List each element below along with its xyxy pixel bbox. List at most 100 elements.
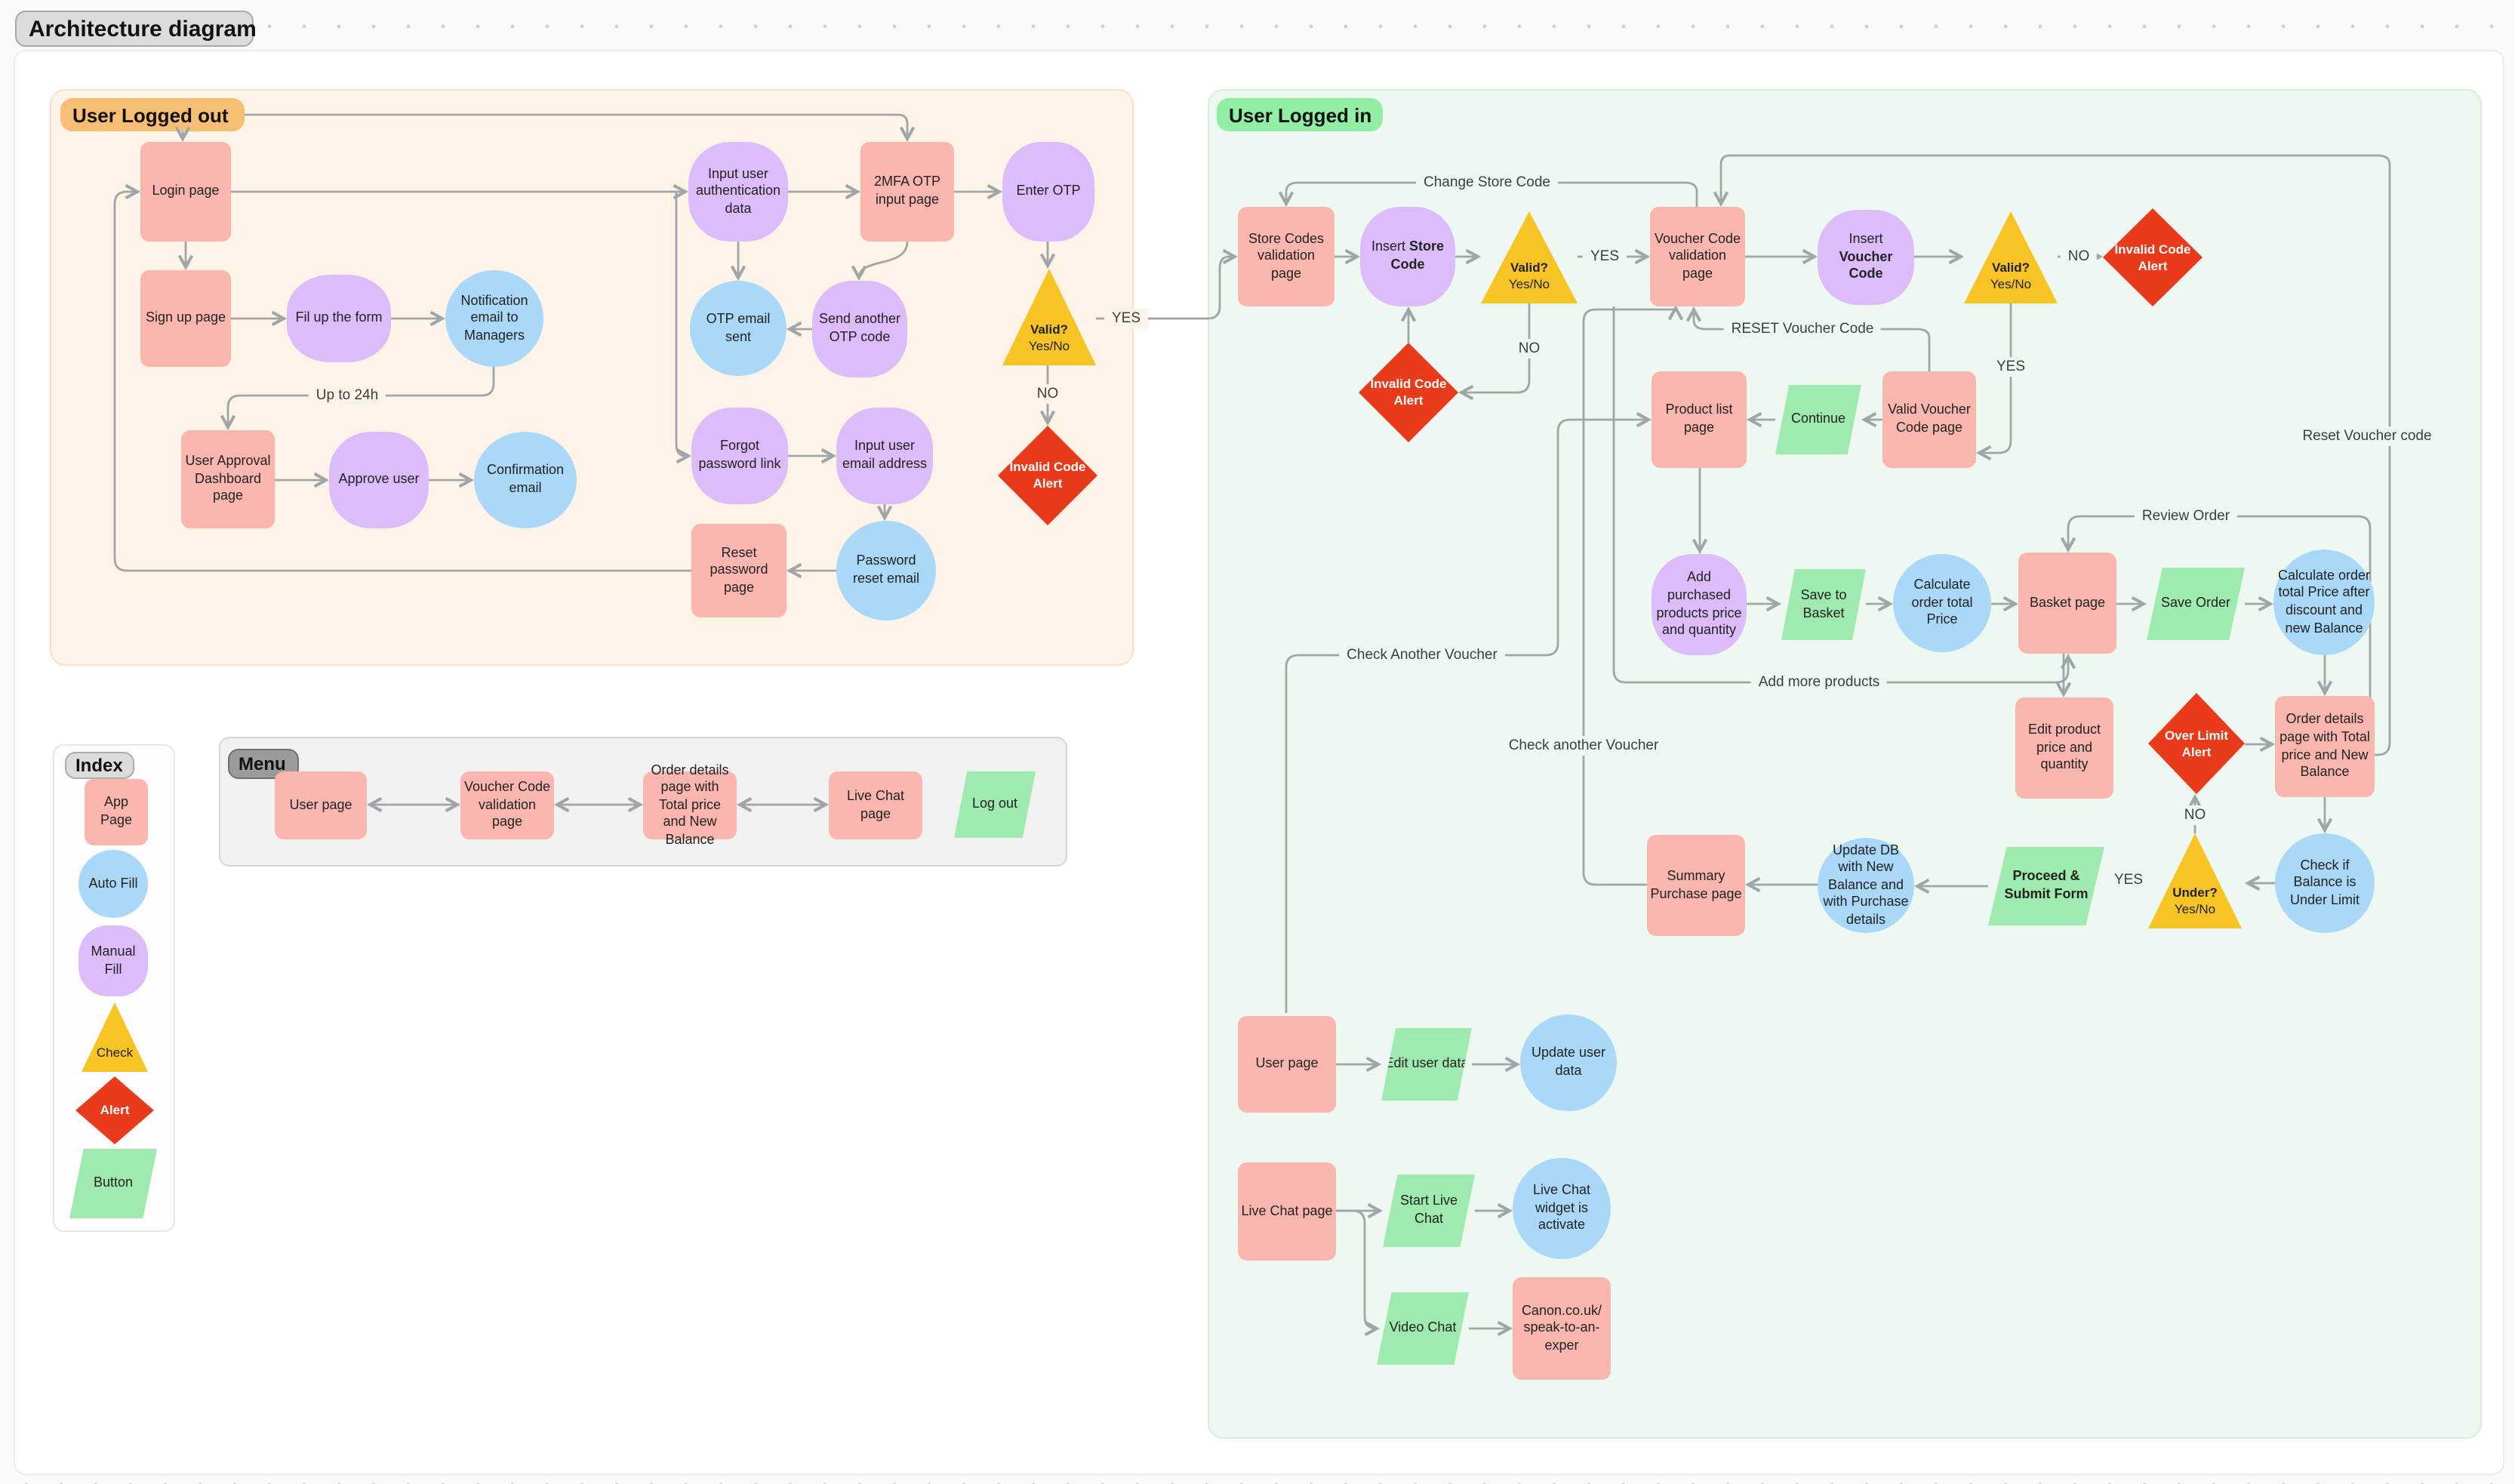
- valid-voucher-page-label: Valid Voucher Code page: [1888, 402, 1971, 435]
- update-user-data[interactable]: Update user data: [1520, 1014, 1617, 1111]
- order-details-page-label: Order details page with Total price and …: [2280, 711, 2370, 780]
- live-chat-widget[interactable]: Live Chat widget is activate: [1513, 1158, 1611, 1259]
- otp-email-sent[interactable]: OTP email sent: [690, 281, 787, 376]
- edit-user-data-label: Edit user data: [1384, 1055, 1469, 1071]
- menu-voucher-page[interactable]: Voucher Code validation page: [460, 771, 554, 839]
- approve-user[interactable]: Approve user: [329, 432, 429, 528]
- password-reset-email[interactable]: Password reset email: [836, 521, 936, 620]
- page-title[interactable]: Architecture diagram: [15, 11, 257, 47]
- confirmation-email[interactable]: Confirmation email: [474, 432, 577, 528]
- video-chat-label: Video Chat: [1389, 1319, 1457, 1335]
- index-manual-fill[interactable]: Manual Fill: [78, 925, 148, 996]
- notification-email[interactable]: Notification email to Managers: [445, 270, 543, 367]
- otp-email-sent-label: OTP email sent: [706, 310, 771, 343]
- valid-store-label: Valid? Yes/No: [1508, 260, 1550, 292]
- input-auth[interactable]: Input user authentication data: [688, 142, 788, 242]
- store-codes-page-label: Store Codes validation page: [1248, 230, 1325, 281]
- menu-order-details-label: Order details page with Total price and …: [651, 762, 729, 847]
- index-app-page-label: App Page: [100, 794, 133, 827]
- voucher-validation-page[interactable]: Voucher Code validation page: [1650, 207, 1745, 306]
- edit-product[interactable]: Edit product price and quantity: [2015, 697, 2113, 799]
- continue-btn-label: Continue: [1790, 411, 1846, 426]
- valid-voucher-page[interactable]: Valid Voucher Code page: [1882, 371, 1976, 468]
- start-live-chat[interactable]: Start Live Chat: [1383, 1175, 1475, 1247]
- lbl-yes-voucher[interactable]: YES: [1988, 357, 2033, 377]
- index-auto-fill[interactable]: Auto Fill: [78, 850, 148, 918]
- lbl-reset-voucher-code[interactable]: Reset Voucher code: [2295, 426, 2440, 446]
- live-chat-page-label: Live Chat page: [1241, 1202, 1333, 1218]
- menu-user-page[interactable]: User page: [275, 771, 367, 839]
- password-reset-email-label: Password reset email: [852, 553, 919, 586]
- lbl-add-more-products[interactable]: Add more products: [1750, 673, 1888, 692]
- summary-purchase-label: Summary Purchase page: [1650, 867, 1742, 901]
- product-list-page[interactable]: Product list page: [1652, 371, 1747, 468]
- label-user-logged-out[interactable]: User Logged out: [60, 98, 245, 131]
- continue-btn[interactable]: Continue: [1775, 385, 1861, 454]
- lbl-up-to-24h[interactable]: Up to 24h: [308, 386, 386, 405]
- menu-order-details[interactable]: Order details page with Total price and …: [643, 762, 737, 847]
- check-balance-label: Check if Balance is Under Limit: [2289, 857, 2360, 907]
- order-details-page[interactable]: Order details page with Total price and …: [2275, 696, 2375, 797]
- summary-purchase[interactable]: Summary Purchase page: [1647, 835, 1745, 936]
- basket-page[interactable]: Basket page: [2018, 553, 2116, 654]
- proceed-submit[interactable]: Proceed & Submit Form: [1988, 847, 2104, 925]
- login-page[interactable]: Login page: [140, 142, 231, 242]
- forgot-password-label: Forgot password link: [698, 438, 781, 471]
- label-user-logged-in[interactable]: User Logged in: [1217, 98, 1383, 131]
- user-approval[interactable]: User Approval Dashboard page: [181, 430, 275, 528]
- calc-order-total[interactable]: Calculate order total Price: [1893, 554, 1991, 652]
- lbl-check-another-a[interactable]: Check Another Voucher: [1339, 645, 1505, 665]
- signup-page[interactable]: Sign up page: [140, 270, 231, 367]
- user-page[interactable]: User page: [1238, 1016, 1336, 1113]
- lbl-no-otp[interactable]: NO: [1029, 384, 1067, 404]
- check-balance[interactable]: Check if Balance is Under Limit: [2275, 833, 2375, 933]
- lbl-check-another-b[interactable]: Check another Voucher: [1501, 736, 1667, 756]
- menu-user-page-label: User page: [289, 796, 352, 812]
- label-index[interactable]: Index: [65, 752, 134, 779]
- update-db[interactable]: Update DB with New Balance and with Purc…: [1818, 838, 1914, 933]
- user-approval-label: User Approval Dashboard page: [185, 453, 271, 503]
- forgot-password[interactable]: Forgot password link: [691, 408, 788, 504]
- menu-log-out[interactable]: Log out: [954, 771, 1036, 838]
- mfa-otp-page[interactable]: 2MFA OTP input page: [860, 142, 954, 242]
- insert-voucher-code[interactable]: Insert Voucher Code: [1818, 210, 1914, 305]
- lbl-no-under[interactable]: NO: [2176, 805, 2214, 825]
- confirmation-email-label: Confirmation email: [486, 462, 565, 495]
- approve-user-label: Approve user: [338, 471, 420, 487]
- notification-email-label: Notification email to Managers: [460, 292, 528, 343]
- send-another-otp[interactable]: Send another OTP code: [812, 281, 907, 377]
- fill-form-label: Fil up the form: [295, 309, 383, 325]
- menu-live-chat[interactable]: Live Chat page: [829, 771, 922, 839]
- input-user-email-label: Input user email address: [842, 438, 928, 471]
- reset-password-page[interactable]: Reset password page: [691, 524, 787, 617]
- calc-after-discount[interactable]: Calculate order total Price after discou…: [2273, 550, 2375, 655]
- store-codes-page[interactable]: Store Codes validation page: [1238, 207, 1334, 306]
- lbl-change-store-code[interactable]: Change Store Code: [1416, 173, 1558, 192]
- index-button[interactable]: Button: [69, 1149, 157, 1218]
- lbl-reset-vc[interactable]: RESET Voucher Code: [1723, 319, 1882, 339]
- canon-page[interactable]: Canon.co.uk/ speak-to-an-exper: [1513, 1277, 1611, 1380]
- insert-store-code[interactable]: Insert Store Code: [1360, 207, 1455, 306]
- video-chat[interactable]: Video Chat: [1377, 1292, 1469, 1365]
- over-limit-alert-label: Over Limit Alert: [2164, 727, 2229, 759]
- send-another-otp-label: Send another OTP code: [818, 311, 901, 344]
- lbl-review-order[interactable]: Review Order: [2134, 506, 2238, 526]
- lbl-no-voucher[interactable]: NO: [2060, 247, 2098, 266]
- lbl-yes-otp[interactable]: YES: [1104, 309, 1149, 328]
- under-check-label: Under? Yes/No: [2172, 885, 2218, 917]
- lbl-no-store[interactable]: NO: [1510, 339, 1548, 359]
- update-user-data-label: Update user data: [1531, 1045, 1606, 1078]
- add-purchased[interactable]: Add purchased products price and quantit…: [1652, 554, 1747, 655]
- lbl-yes-under[interactable]: YES: [2106, 870, 2151, 890]
- enter-otp[interactable]: Enter OTP: [1002, 142, 1094, 242]
- index-app-page[interactable]: App Page: [85, 779, 148, 845]
- input-user-email[interactable]: Input user email address: [836, 408, 933, 504]
- edit-user-data[interactable]: Edit user data: [1381, 1028, 1472, 1101]
- save-order[interactable]: Save Order: [2147, 568, 2245, 640]
- lbl-yes-store[interactable]: YES: [1582, 247, 1627, 266]
- save-to-basket[interactable]: Save to Basket: [1781, 569, 1866, 640]
- menu-live-chat-label: Live Chat page: [846, 787, 905, 821]
- live-chat-page[interactable]: Live Chat page: [1238, 1162, 1336, 1261]
- fill-form[interactable]: Fil up the form: [287, 275, 391, 362]
